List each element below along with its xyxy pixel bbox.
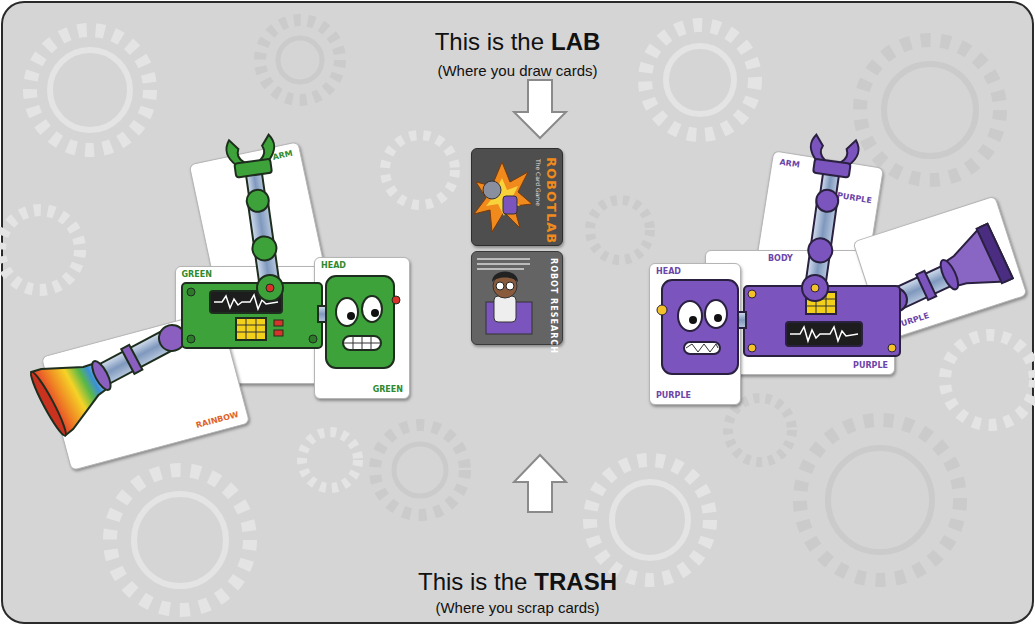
gear-pattern bbox=[666, 46, 734, 114]
gear-pattern bbox=[385, 135, 455, 205]
card-label: PURPLE bbox=[853, 362, 888, 370]
card-label: The Card Game bbox=[535, 159, 541, 206]
gear-pattern bbox=[612, 482, 688, 558]
card-title: BODY bbox=[768, 255, 793, 263]
gear-pattern bbox=[394, 444, 446, 496]
gear-pattern bbox=[0, 210, 80, 290]
callout-text: LAB bbox=[551, 28, 600, 56]
card-title: ARM bbox=[272, 150, 294, 162]
callout-text: (Where you draw cards) bbox=[437, 62, 597, 79]
down-arrow bbox=[514, 80, 566, 138]
gear-pattern bbox=[884, 64, 976, 156]
card-title: PURPLE bbox=[895, 311, 931, 329]
gear-pattern bbox=[645, 25, 755, 135]
card-title: ROBOTLAB bbox=[545, 157, 558, 244]
card-title: HEAD bbox=[321, 262, 346, 270]
callout-text: This is the bbox=[418, 568, 527, 596]
gear-pattern bbox=[590, 200, 650, 260]
card-label: PURPLE bbox=[656, 392, 691, 400]
trash-card: ROBOT RESEARCH bbox=[471, 251, 563, 345]
head-card: HEAD PURPLE bbox=[649, 263, 741, 405]
head-card: HEAD GREEN bbox=[314, 257, 410, 399]
card-title: GREEN bbox=[182, 271, 212, 279]
gear-pattern bbox=[278, 38, 322, 82]
callout-text: This is the bbox=[435, 28, 544, 56]
gear-pattern bbox=[728, 398, 792, 462]
card-label: PURPLE bbox=[836, 191, 872, 204]
gear-pattern bbox=[860, 40, 1000, 180]
gear-pattern bbox=[945, 335, 1035, 425]
callout-line: (Where you draw cards) bbox=[0, 62, 1035, 79]
gear-pattern bbox=[134, 494, 226, 586]
gear-pattern bbox=[110, 470, 250, 610]
gear-pattern bbox=[590, 460, 710, 580]
gear-pattern bbox=[828, 448, 932, 552]
gear-pattern bbox=[302, 432, 358, 488]
callout-text: TRASH bbox=[534, 568, 617, 596]
callout-line: This is theTRASH bbox=[0, 568, 1035, 596]
gear-pattern bbox=[260, 20, 340, 100]
card-title: ROBOT RESEARCH bbox=[549, 258, 557, 354]
card-title: HEAD bbox=[656, 268, 681, 276]
callout-line: (Where you scrap cards) bbox=[0, 599, 1035, 616]
gear-pattern bbox=[30, 30, 150, 150]
gear-pattern bbox=[0, 20, 1035, 610]
gear-pattern bbox=[800, 420, 960, 580]
card-title: RAINBOW bbox=[195, 411, 239, 430]
callout-text: (Where you scrap cards) bbox=[435, 599, 599, 616]
gear-pattern bbox=[50, 50, 130, 130]
up-arrow bbox=[514, 455, 566, 512]
card-title: ARM bbox=[779, 158, 800, 169]
callout-line: This is theLAB bbox=[0, 28, 1035, 56]
lab-deck-card: ROBOTLAB The Card Game bbox=[471, 148, 563, 246]
gear-pattern bbox=[375, 425, 465, 515]
card-label: GREEN bbox=[373, 386, 403, 394]
